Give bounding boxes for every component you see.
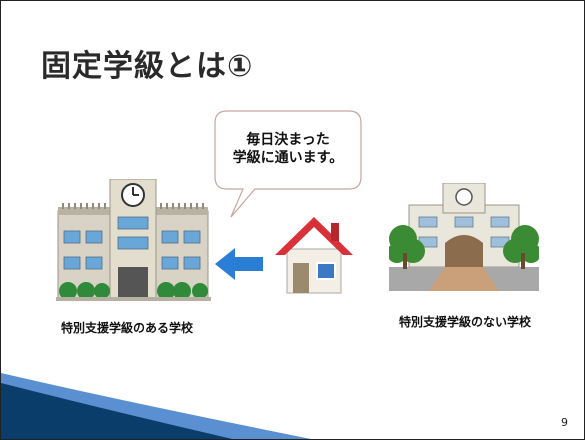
speech-bubble-shape <box>214 110 362 218</box>
house-icon <box>273 213 355 299</box>
speech-bubble: 毎日決まった 学級に通います。 <box>213 109 363 218</box>
label-school-without-class: 特別支援学級のない学校 <box>399 315 532 329</box>
page-number: 9 <box>561 416 568 429</box>
bubble-line-1: 毎日決まった <box>246 132 330 148</box>
slide-title: 固定学級とは① <box>41 49 254 84</box>
school-with-trees-icon <box>387 182 541 295</box>
bubble-line-2: 学級に通います。 <box>232 150 344 166</box>
label-school-with-class: 特別支援学級のある学校 <box>61 321 194 335</box>
school-with-clock-icon <box>56 178 211 305</box>
left-arrow-icon <box>215 246 265 286</box>
decorative-swoosh <box>1 361 331 439</box>
bubble-text: 毎日決まった 学級に通います。 <box>213 131 363 167</box>
